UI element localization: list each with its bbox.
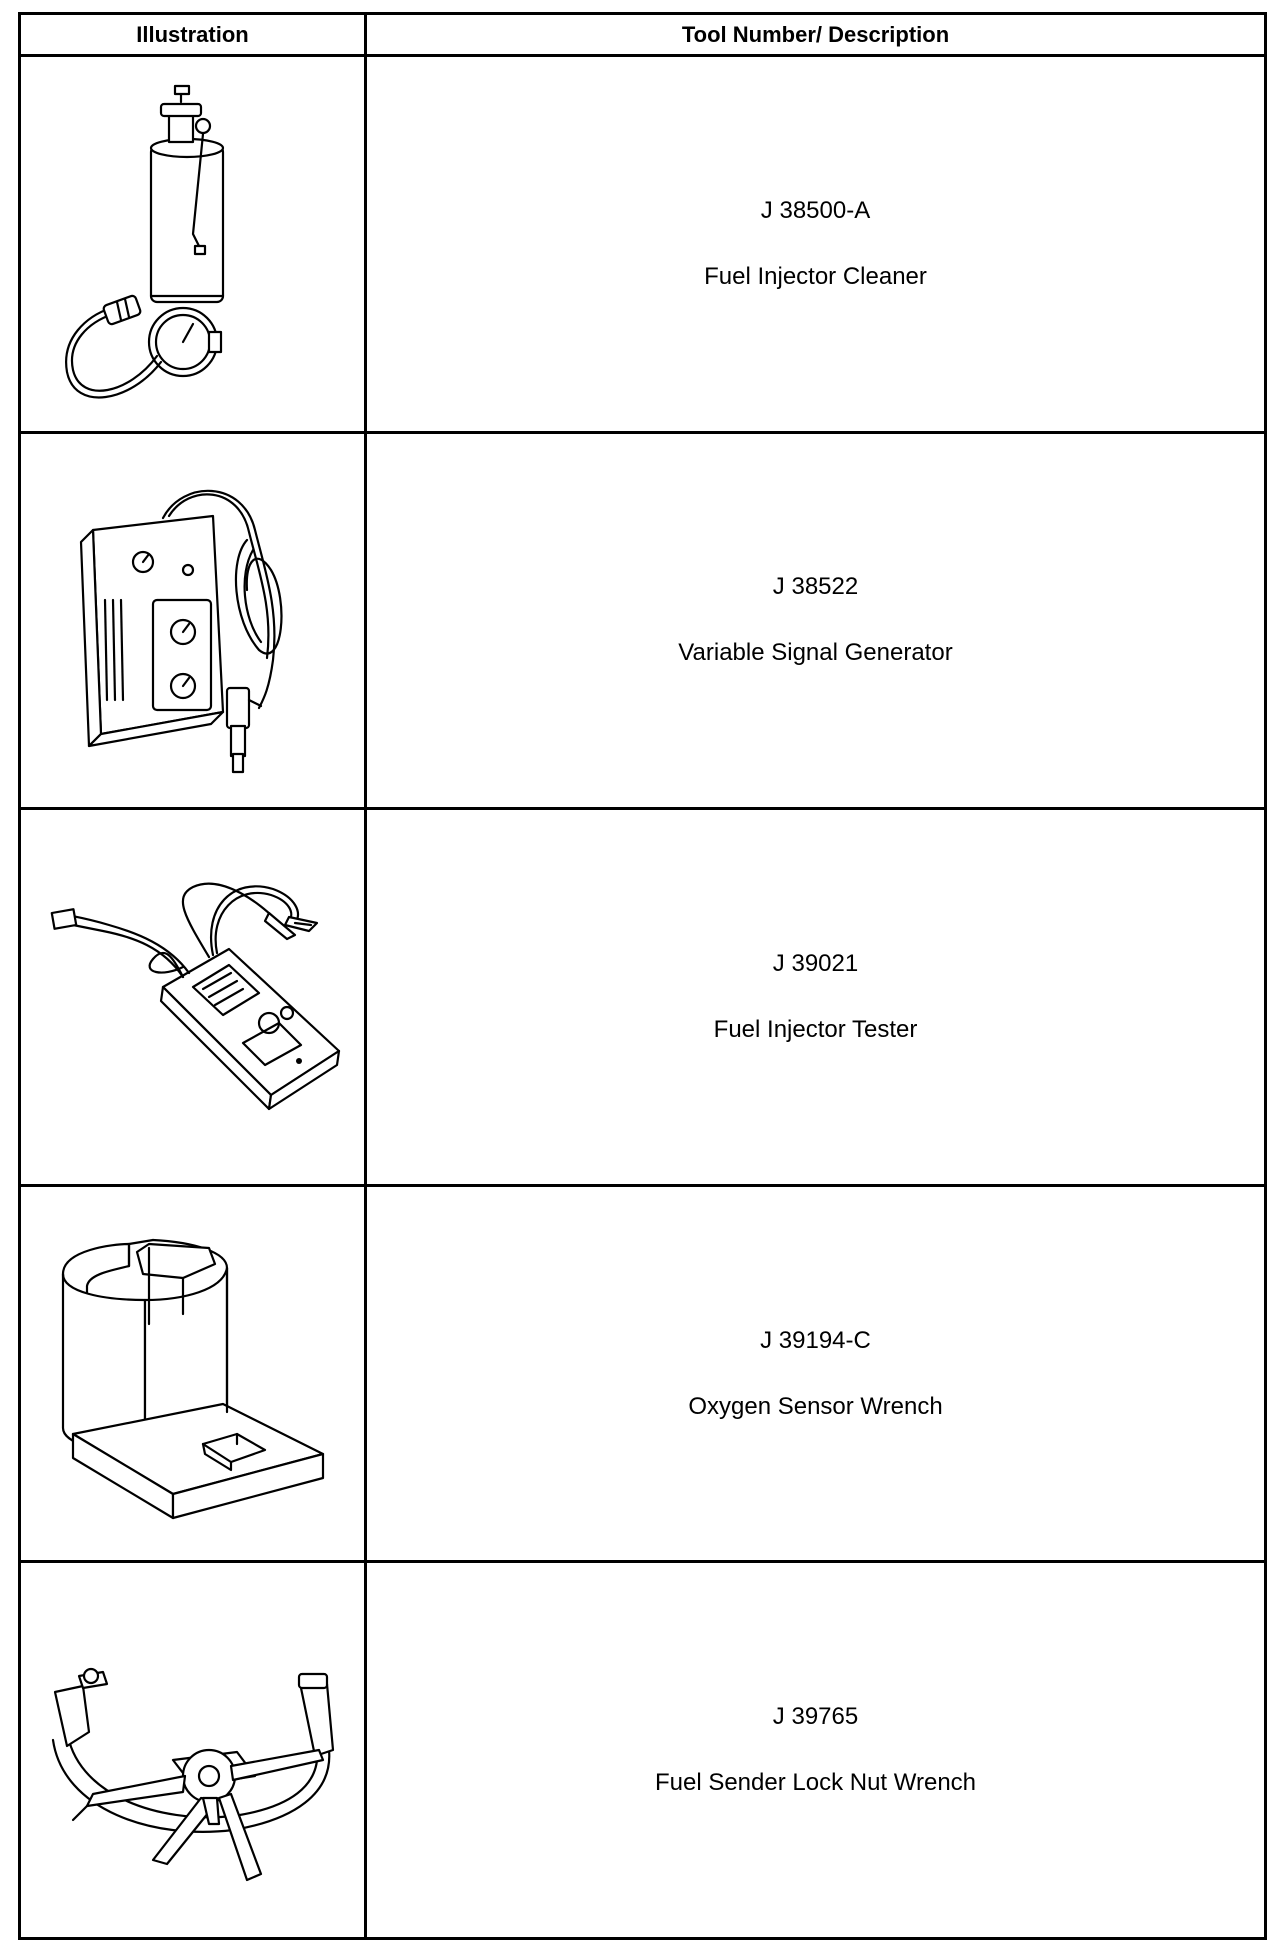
table-header-row: Illustration Tool Number/ Description <box>18 11 1267 58</box>
table-row: J 39194-C Oxygen Sensor Wrench <box>18 1183 1267 1564</box>
illustration-cell <box>18 1183 367 1564</box>
description-cell: J 38522 Variable Signal Generator <box>364 430 1267 811</box>
illustration-cell <box>18 1560 367 1940</box>
table-row: J 38522 Variable Signal Generator <box>18 430 1267 811</box>
tool-number: J 39194-C <box>760 1326 871 1354</box>
description-cell: J 38500-A Fuel Injector Cleaner <box>364 54 1267 434</box>
tool-number: J 39765 <box>772 1703 859 1731</box>
table-row: J 39765 Fuel Sender Lock Nut Wrench <box>18 1560 1267 1940</box>
injector-tester-icon <box>50 882 340 1111</box>
fuel-injector-cleaner-icon <box>64 84 224 399</box>
description-cell: J 39765 Fuel Sender Lock Nut Wrench <box>364 1560 1267 1940</box>
oxygen-sensor-wrench-icon <box>61 1238 324 1519</box>
tool-description: Variable Signal Generator <box>678 639 953 667</box>
header-illustration: Illustration <box>18 11 367 58</box>
illustration-cell <box>18 430 367 811</box>
tool-description: Fuel Injector Tester <box>713 1016 918 1043</box>
tool-number: J 38522 <box>772 573 859 601</box>
tool-number: J 39021 <box>772 950 859 977</box>
special-tools-table: Illustration Tool Number/ Description <box>18 11 1267 1940</box>
tool-description: Oxygen Sensor Wrench <box>688 1392 943 1420</box>
table-row: J 39021 Fuel Injector Tester <box>18 807 1267 1187</box>
illustration-cell <box>18 54 367 434</box>
header-description: Tool Number/ Description <box>364 11 1267 58</box>
table-row: J 38500-A Fuel Injector Cleaner <box>18 54 1267 434</box>
lock-nut-wrench-icon <box>51 1668 334 1882</box>
signal-generator-icon <box>79 490 283 774</box>
description-cell: J 39021 Fuel Injector Tester <box>364 807 1267 1187</box>
tool-number: J 38500-A <box>760 196 871 224</box>
description-cell: J 39194-C Oxygen Sensor Wrench <box>364 1183 1267 1564</box>
illustration-cell <box>18 807 367 1187</box>
tool-description: Fuel Sender Lock Nut Wrench <box>654 1769 977 1797</box>
tool-description: Fuel Injector Cleaner <box>704 262 927 290</box>
